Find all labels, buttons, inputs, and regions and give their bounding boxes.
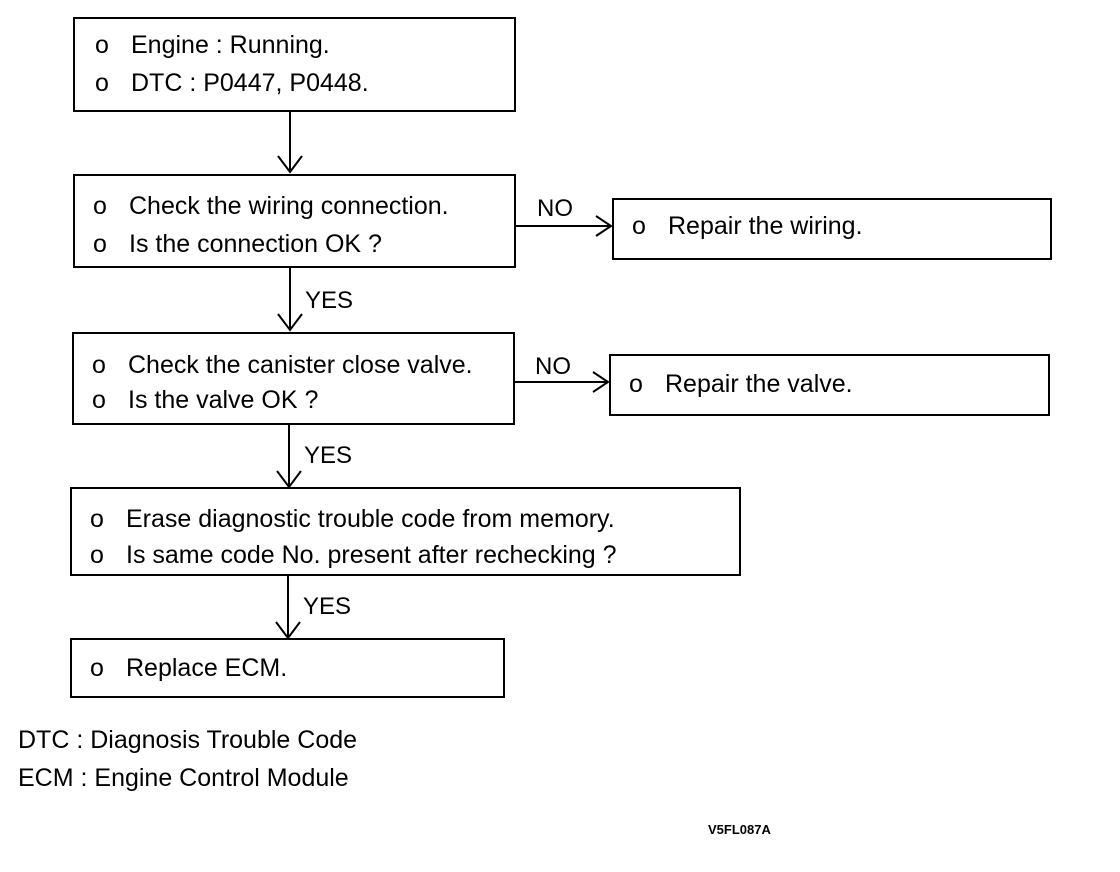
arrowhead-start-to-wiring [277,155,303,174]
edge-label-valve-no: NO [535,353,571,380]
arrowhead-wiring-yes [277,313,303,332]
legend-ecm: ECM : Engine Control Module [18,764,349,792]
bullet: o [93,192,107,220]
bullet: o [92,386,106,414]
arrowhead-valve-no [592,371,610,393]
bullet: o [632,212,646,240]
edge-label-erase-yes: YES [303,593,352,620]
bullet: o [92,351,106,379]
bullet: o [93,230,107,258]
figure-code: V5FL087A [708,822,771,837]
bullet: o [90,505,104,533]
bullet: o [95,31,109,59]
bullet: o [90,654,104,682]
arrowhead-wiring-no [595,215,613,237]
legend-dtc: DTC : Diagnosis Trouble Code [18,726,358,754]
edge-label-wiring-yes: YES [305,287,354,314]
bullet: o [629,370,643,398]
edge-label-valve-yes: YES [304,442,353,469]
edge-label-wiring-no: NO [537,195,573,222]
bullet: o [90,541,104,569]
bullet: o [95,69,109,97]
